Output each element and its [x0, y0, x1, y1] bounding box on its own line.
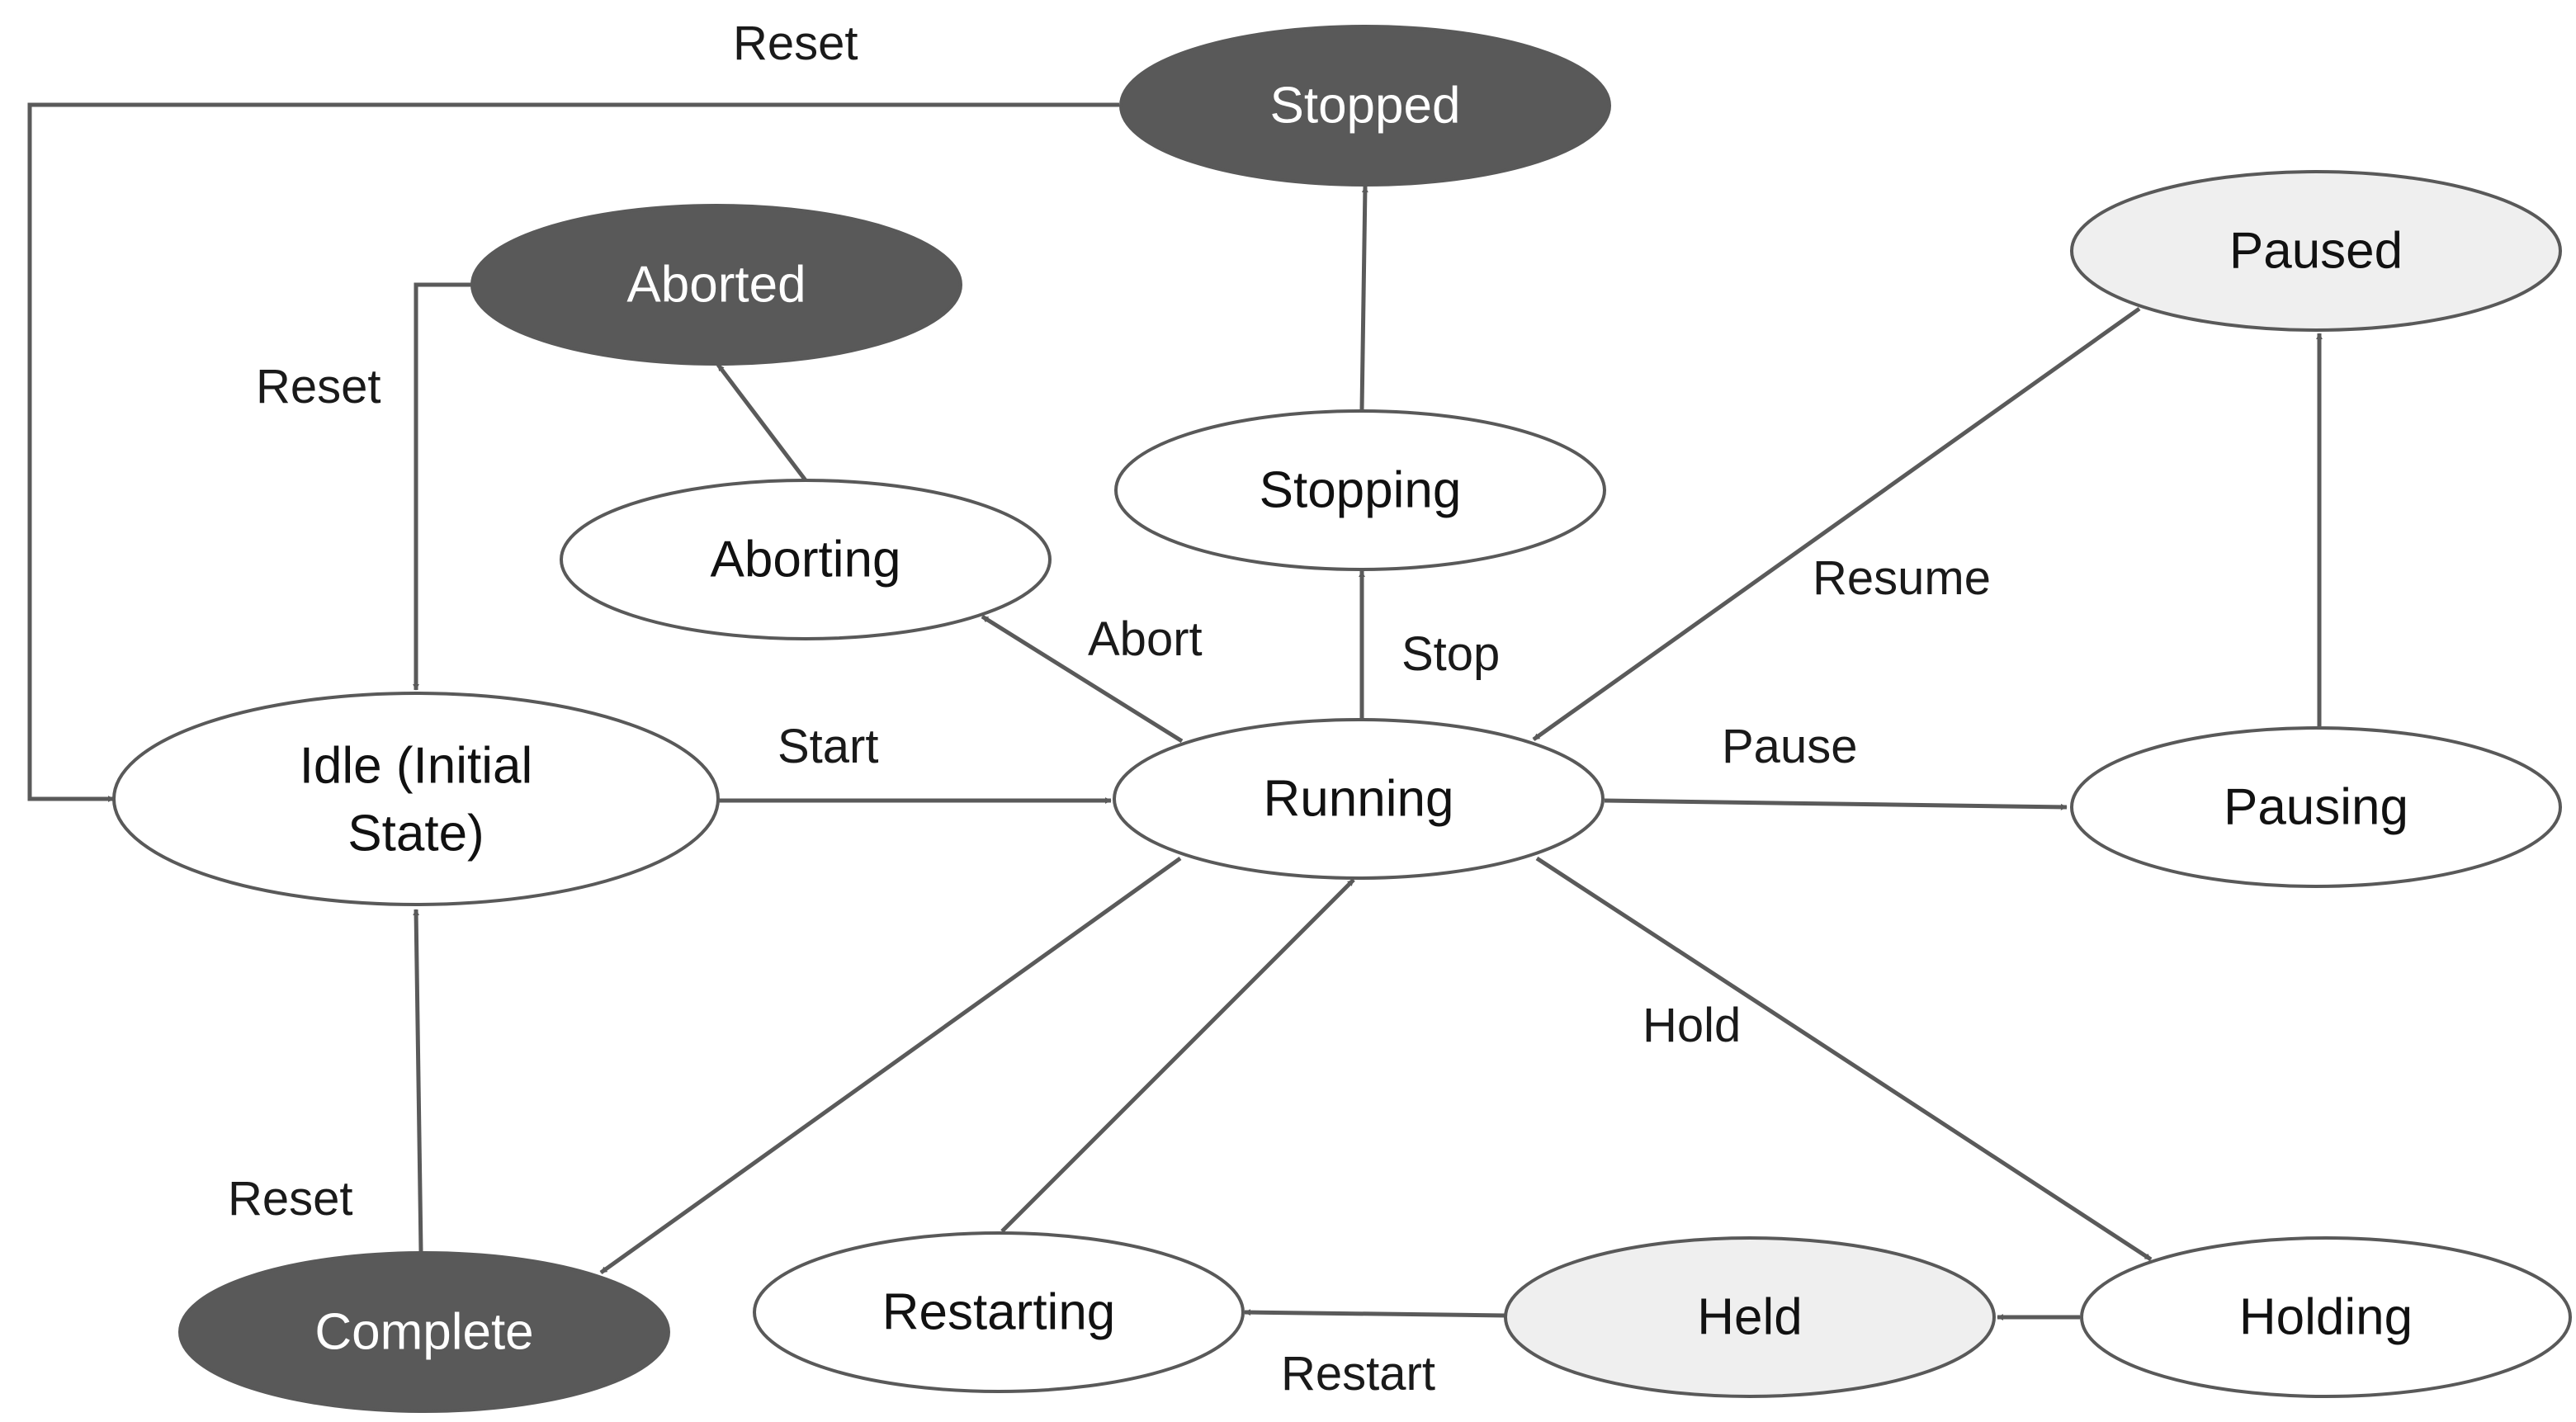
label-hold: Hold — [1642, 999, 1741, 1052]
edge-complete-to-idle — [413, 909, 423, 1252]
state-aborted-label: Aborted — [626, 257, 806, 314]
state-stopping: Stopping — [1114, 409, 1606, 571]
edge-running-to-pausing — [1604, 798, 2068, 810]
state-held: Held — [1504, 1236, 1996, 1398]
state-aborting-label: Aborting — [711, 531, 901, 588]
transition-labels: Reset Reset Reset Start Abort Stop Resum… — [228, 17, 1991, 1401]
state-restarting: Restarting — [753, 1231, 1245, 1393]
state-holding-label: Holding — [2239, 1289, 2413, 1346]
state-running-label: Running — [1264, 771, 1454, 828]
label-resume: Resume — [1813, 551, 1991, 605]
state-stopped: Stopped — [1119, 25, 1611, 187]
edge-aborted-to-idle — [413, 282, 472, 691]
state-holding: Holding — [2080, 1236, 2572, 1398]
edge-running-to-aborting — [981, 614, 1184, 744]
state-aborted: Aborted — [470, 204, 962, 366]
state-idle-label-line2: State) — [347, 805, 484, 862]
state-paused: Paused — [2070, 170, 2562, 332]
label-abort: Abort — [1088, 612, 1203, 666]
edge-stopping-to-stopped — [1359, 186, 1368, 410]
label-restart: Restart — [1281, 1347, 1435, 1401]
state-held-label: Held — [1697, 1289, 1803, 1346]
label-stop: Stop — [1401, 627, 1500, 681]
state-complete-label: Complete — [314, 1304, 533, 1361]
label-pause: Pause — [1722, 720, 1857, 773]
edge-running-to-holding — [1535, 856, 2153, 1262]
state-complete: Complete — [178, 1251, 670, 1413]
state-stopping-label: Stopping — [1260, 462, 1462, 519]
state-idle-label-line1: Idle (Initial — [300, 738, 533, 795]
label-start: Start — [778, 720, 879, 773]
label-reset-stopped: Reset — [733, 17, 858, 70]
state-stopped-label: Stopped — [1270, 78, 1461, 135]
state-pausing-label: Pausing — [2224, 779, 2408, 836]
state-nodes: Stopped Aborted Paused Stopping Aborting… — [112, 25, 2572, 1413]
state-pausing: Pausing — [2070, 726, 2562, 888]
state-running: Running — [1113, 718, 1605, 880]
edge-restarting-to-running — [1000, 878, 1355, 1233]
edge-stopped-to-idle — [27, 102, 1119, 802]
state-paused-label: Paused — [2229, 223, 2403, 280]
label-reset-complete: Reset — [228, 1172, 353, 1226]
edge-aborting-to-aborted — [716, 363, 807, 482]
label-reset-aborted: Reset — [256, 360, 381, 413]
edge-held-to-restarting — [1244, 1309, 1506, 1318]
state-restarting-label: Restarting — [882, 1284, 1116, 1341]
state-idle: Idle (Initial State) — [112, 692, 720, 906]
transition-edges — [27, 102, 2323, 1320]
state-aborting: Aborting — [560, 479, 1052, 640]
edge-paused-to-running — [1532, 306, 2141, 742]
edge-running-to-complete — [599, 856, 1182, 1275]
